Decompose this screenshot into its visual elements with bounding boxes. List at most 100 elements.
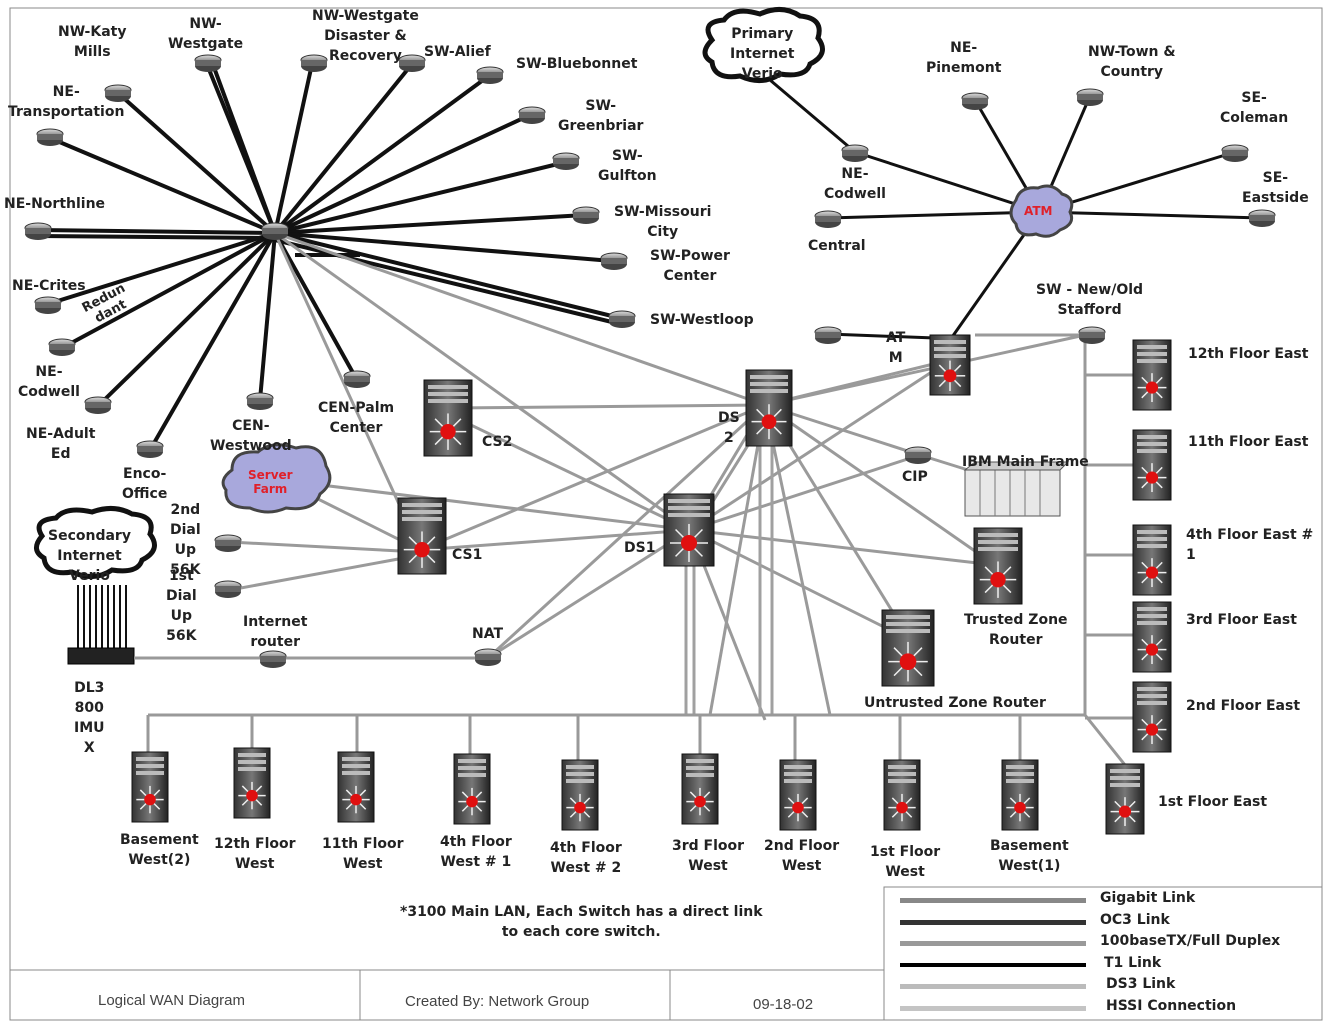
footer-date: 09-18-02	[753, 996, 814, 1013]
sw-bluebonnet-label: SW-Bluebonnet	[516, 56, 638, 72]
basement-west-2-label: Basement West(2)	[120, 832, 199, 868]
internet-router-label: Internet router	[243, 614, 308, 650]
floor-4-west-2-switch-icon	[561, 759, 599, 831]
basement-west-2-switch-icon	[131, 751, 169, 823]
floor-2-west-label: 2nd Floor West	[764, 838, 840, 874]
server-farm-cloud	[221, 443, 332, 514]
lan-note: *3100 Main LAN, Each Switch has a direct…	[400, 904, 763, 940]
dial-1st-router-icon	[214, 580, 242, 598]
ne-codwell-left-label: NE- Codwell	[18, 364, 80, 400]
atm-side-router-icon	[814, 326, 842, 344]
floor-1-west-label: 1st Floor West	[870, 844, 941, 880]
dial-1st-label: 1st Dial Up 56K	[166, 568, 197, 644]
sw-power-center-router-icon	[600, 252, 628, 270]
primary-internet-cloud	[702, 7, 825, 83]
sw-gulfton-label: SW- Gulfton	[598, 148, 657, 184]
floor-11-west-switch-icon	[337, 751, 375, 823]
nat-router-icon	[474, 648, 502, 666]
sw-missouri-city-label: SW-Missouri City	[614, 204, 712, 240]
floor-11-west-label: 11th Floor West	[322, 836, 404, 872]
cen-westwood-router-icon	[246, 392, 274, 410]
sw-new-old-stafford-router-icon	[1078, 326, 1106, 344]
untrusted-zone-router-label: Untrusted Zone Router	[864, 695, 1046, 711]
footer-title: Logical WAN Diagram	[98, 992, 245, 1009]
secondary-internet-label: Secondary Internet Verio	[48, 528, 131, 584]
device-icons	[24, 54, 1276, 835]
floor-3-west-label: 3rd Floor West	[672, 838, 745, 874]
ds1-switch-icon	[663, 493, 715, 567]
legend-swatch	[900, 898, 1086, 903]
trusted-zone-router-switch-icon	[973, 527, 1023, 605]
legend-label: HSSI Connection	[1106, 997, 1237, 1014]
secondary-internet-cloud	[34, 506, 157, 579]
central-label: Central	[808, 238, 866, 254]
sw-westloop-router-icon	[608, 310, 636, 328]
nw-westgate-dr-label: NW-Westgate Disaster & Recovery	[312, 8, 419, 64]
sw-alief-label: SW-Alief	[424, 44, 491, 60]
sw-greenbriar-router-icon	[518, 106, 546, 124]
floor-4-east-1-label: 4th Floor East # 1	[1186, 527, 1314, 563]
se-coleman-label: SE- Coleman	[1220, 90, 1289, 126]
core-gray-links	[130, 231, 1086, 721]
nw-katy-mills-label: NW-Katy Mills	[58, 24, 127, 60]
nw-westgate-dr-router-icon	[300, 54, 328, 72]
nw-westgate-router-icon	[194, 54, 222, 72]
cip-label: CIP	[902, 469, 928, 485]
floor-2-west-switch-icon	[779, 759, 817, 831]
footer-created-by: Created By: Network Group	[405, 993, 590, 1010]
legend-swatch	[900, 962, 1086, 967]
legend-label: T1 Link	[1104, 954, 1162, 971]
floor-1-east-label: 1st Floor East	[1158, 794, 1268, 810]
legend-label: DS3 Link	[1106, 976, 1176, 992]
sw-new-old-stafford-label: SW - New/Old Stafford	[1036, 282, 1144, 318]
sw-missouri-city-router-icon	[572, 206, 600, 224]
sw-bluebonnet-router-icon	[476, 66, 504, 84]
cs2-label: CS2	[482, 434, 513, 450]
cs2-switch-icon	[423, 379, 473, 457]
ne-northline-label: NE-Northline	[4, 196, 106, 212]
atm-router-switch-icon	[929, 334, 971, 396]
se-eastside-router-icon	[1248, 209, 1276, 227]
ne-adult-ed-router-icon	[84, 396, 112, 414]
nw-town-country-label: NW-Town & Country	[1088, 44, 1176, 80]
trusted-zone-router-label: Trusted Zone Router	[964, 612, 1068, 648]
dl3800-label: DL3 800 IMU X	[74, 680, 105, 756]
ne-codwell-left-router-icon	[48, 338, 76, 356]
ne-northline-router-icon	[24, 222, 52, 240]
cip-router-icon	[904, 446, 932, 464]
legend-label: 100baseTX/Full Duplex	[1100, 933, 1281, 949]
server-farm-label: Server Farm	[248, 468, 293, 496]
atm-cloud-label: ATM	[1024, 204, 1053, 218]
se-eastside-label: SE- Eastside	[1242, 170, 1309, 206]
ds2-label: DS 2	[718, 410, 740, 446]
cs1-switch-icon	[397, 497, 447, 575]
nw-westgate-label: NW- Westgate	[168, 16, 244, 52]
legend-swatch	[900, 1005, 1086, 1011]
atm-router-label: AT M	[886, 330, 906, 366]
floor-4-west-1-switch-icon	[453, 753, 491, 825]
floor-2-east-label: 2nd Floor East	[1186, 698, 1301, 714]
cs1-label: CS1	[452, 547, 483, 563]
atm-cloud	[1009, 184, 1074, 238]
ne-crites-router-icon	[34, 296, 62, 314]
legend-label: Gigabit Link	[1100, 890, 1196, 906]
ne-pinemont-router-icon	[961, 92, 989, 110]
sw-greenbriar-label: SW- Greenbriar	[558, 98, 644, 134]
legend-swatch	[900, 919, 1086, 925]
ibm-main-frame-label: IBM Main Frame	[962, 454, 1089, 470]
dl3800-device	[67, 585, 260, 665]
ne-transportation-label: NE- Transportation	[8, 84, 125, 120]
enco-office-router-icon	[136, 440, 164, 458]
ne-codwell-right-router-icon	[841, 144, 869, 162]
floor-11-east-switch-icon	[1132, 429, 1172, 501]
floor-3-east-switch-icon	[1132, 601, 1172, 673]
lan-bus	[146, 340, 1135, 766]
ne-crites-label: NE-Crites	[12, 278, 86, 294]
floor-2-east-switch-icon	[1132, 681, 1172, 753]
ds2-switch-icon	[745, 369, 793, 447]
sw-power-center-label: SW-Power Center	[650, 248, 730, 284]
floor-1-east-switch-icon	[1105, 763, 1145, 835]
ne-transportation-router-icon	[36, 128, 64, 146]
